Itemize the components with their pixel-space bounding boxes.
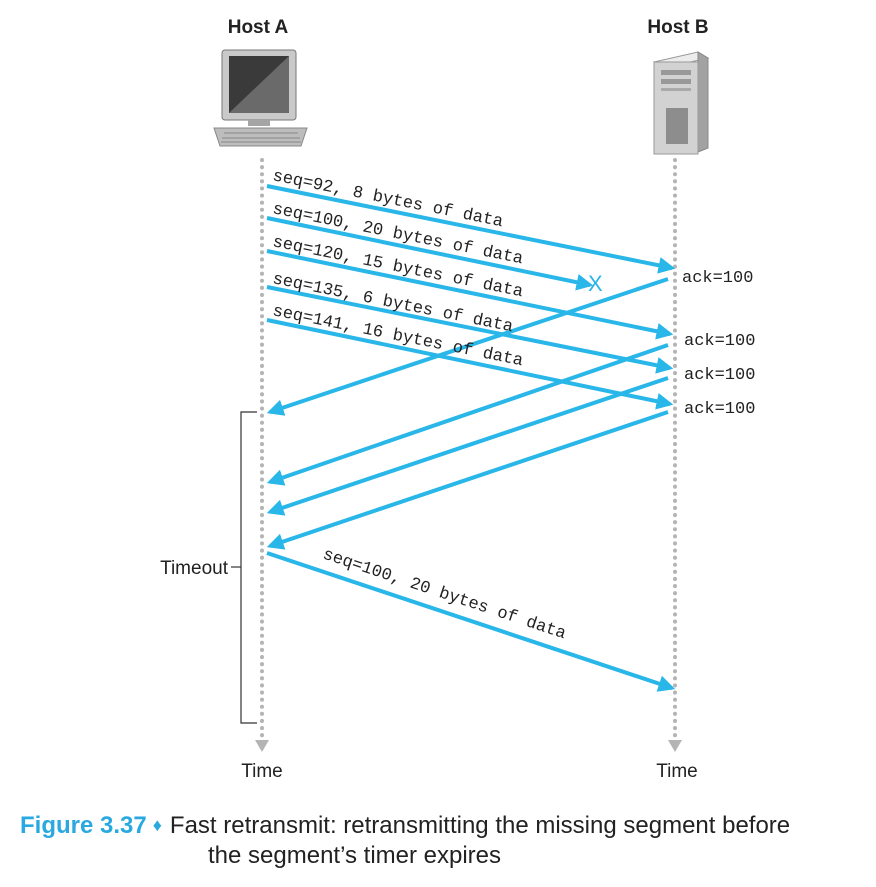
segment-arrow-seq-92 — [266, 184, 676, 274]
retransmit-label: seq=100, 20 bytes of data — [320, 546, 568, 645]
host-b-time-label: Time — [656, 761, 698, 782]
caption-text-line2: the segment’s timer expires — [208, 842, 502, 869]
segment-arrow-seq-100-lost — [266, 216, 594, 291]
host-a-time-arrowhead — [255, 740, 269, 752]
figure-caption: Figure 3.37♦ Fast retransmit: retransmitt… — [20, 810, 870, 871]
host-b-time-arrowhead — [668, 740, 682, 752]
lost-segment-marker: X — [588, 271, 603, 296]
ack-arrow-2 — [266, 343, 669, 486]
host-a-label: Host A — [228, 17, 289, 38]
ack-arrow-4 — [266, 410, 669, 550]
segment-arrow-seq-141 — [266, 318, 674, 410]
ack-label-1: ack=100 — [682, 269, 753, 288]
figure-number: Figure 3.37 — [20, 812, 147, 839]
ack-arrow-1 — [266, 277, 669, 416]
diamond-separator-icon: ♦ — [152, 815, 162, 835]
ack-label-2: ack=100 — [684, 332, 755, 351]
retransmit-arrow — [266, 551, 676, 692]
ack-label-4: ack=100 — [684, 400, 755, 419]
caption-text-line1: Fast retransmit: retransmitting the miss… — [169, 812, 791, 839]
host-a-time-label: Time — [241, 761, 283, 782]
server-tower-icon — [652, 51, 710, 155]
desktop-computer-icon — [213, 49, 308, 147]
timeout-label: Timeout — [160, 558, 229, 579]
host-b-label: Host B — [647, 17, 708, 38]
ack-arrow-3 — [266, 376, 669, 516]
ack-label-3: ack=100 — [684, 366, 755, 385]
segment-arrow-seq-120 — [266, 249, 674, 340]
fast-retransmit-diagram: Host A Host B seq=92, 8 bytes of data — [160, 17, 755, 782]
timeout-bracket — [240, 411, 257, 724]
segment-arrow-seq-135 — [266, 285, 674, 374]
